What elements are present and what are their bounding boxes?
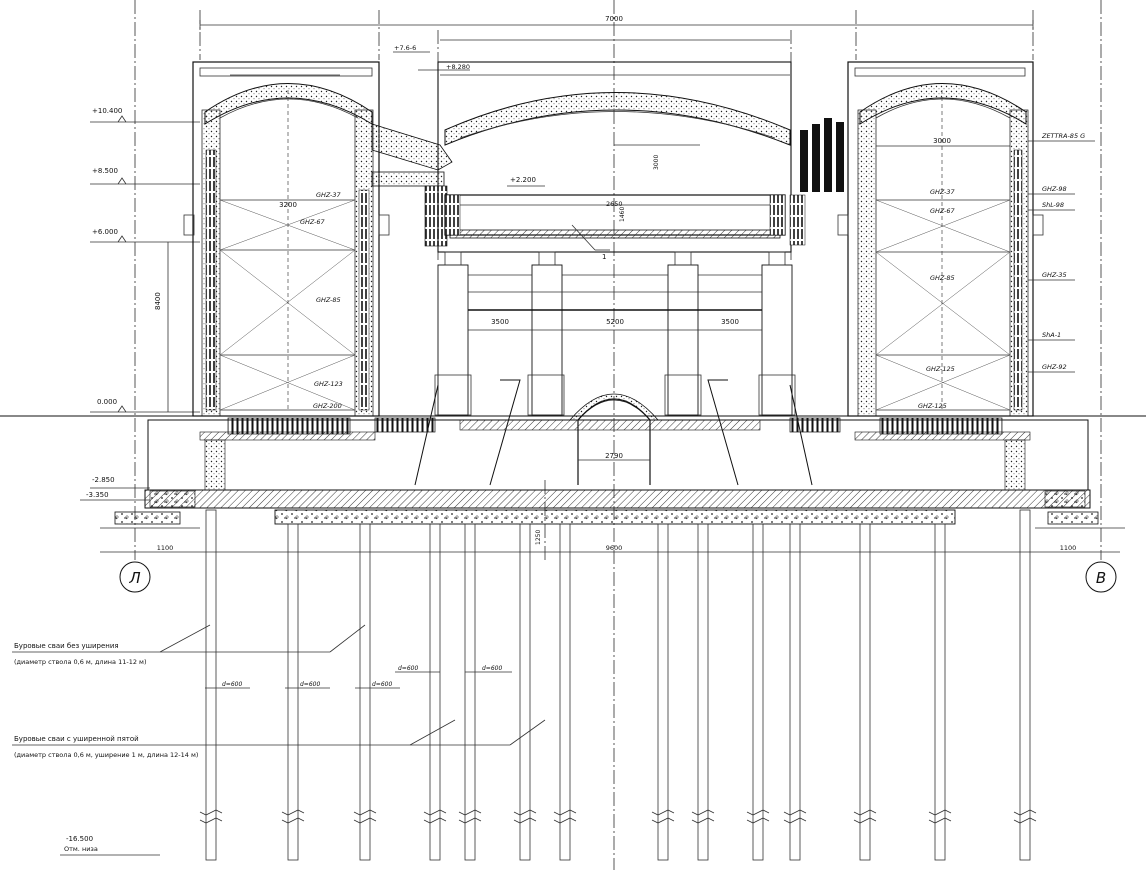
pile-diam-1: d=600 [222, 681, 242, 688]
level-l1: +10.400 [92, 107, 122, 115]
right-edge-label-3: ShL-98 [1042, 201, 1064, 209]
right-edge-label-5: ShA-1 [1042, 331, 1061, 339]
right-chamber-width: 3000 [933, 137, 951, 145]
dim-inner-right: 3500 [721, 318, 739, 326]
center-width: 2650 [606, 200, 623, 208]
level-b1: -2.850 [92, 476, 115, 484]
axis-left-label: Л [128, 569, 140, 587]
center-h1: 3000 [653, 155, 660, 170]
support-frame: 3500 5200 3500 [434, 251, 796, 416]
pile-diam-4: d=600 [398, 665, 418, 672]
right-label-2: GHZ-67 [930, 207, 956, 215]
pile [429, 523, 441, 861]
right-label-3: GHZ-85 [930, 274, 955, 282]
axis-marker-left: Л [119, 561, 151, 593]
level-l2: +8.500 [92, 167, 118, 175]
left-height: 8400 [154, 292, 162, 310]
pile [205, 509, 217, 861]
pile-diam-2: d=600 [300, 681, 320, 688]
dim-inner-mid: 5200 [606, 318, 624, 326]
right-label-1: GHZ-37 [930, 188, 956, 196]
note-piles-no-ext: Буровые сваи без уширения (диаметр ствол… [12, 624, 366, 666]
pile [359, 523, 371, 861]
pile [859, 523, 871, 861]
pile-diam-3: d=600 [372, 681, 392, 688]
dim-bottom-right: 1100 [1060, 544, 1077, 552]
pile [1019, 509, 1031, 861]
pile [287, 523, 299, 861]
note-piles-no-ext-title: Буровые сваи без уширения [14, 642, 119, 650]
right-label-4: GHZ-125 [926, 365, 955, 373]
level-ground: 0.000 [97, 398, 117, 406]
left-label-3: GHZ-85 [316, 296, 341, 304]
dim-bottom-left: 1100 [157, 544, 174, 552]
pile [697, 523, 709, 861]
level-top2: +8.280 [446, 63, 470, 71]
level-top: +7.6-6 [394, 44, 416, 52]
left-zone-labels: GHZ-37 GHZ-67 GHZ-85 GHZ-123 GHZ-200 [300, 191, 343, 410]
pile [519, 523, 531, 861]
dim-inner-left: 3500 [491, 318, 509, 326]
dim-pile-gap: 1250 [535, 530, 542, 545]
pile [464, 523, 476, 861]
arch-tunnel: 2790 [414, 379, 813, 486]
left-label-2: GHZ-67 [300, 218, 326, 226]
left-label-4: GHZ-123 [314, 380, 343, 388]
pile-break-marks [199, 809, 1037, 824]
right-edge-label-2: GHZ-98 [1042, 185, 1067, 193]
pile [657, 523, 669, 861]
right-edge-label-4: GHZ-35 [1042, 271, 1067, 279]
left-label-1: GHZ-37 [316, 191, 342, 199]
note-piles-no-ext-desc: (диаметр ствола 0,6 м, длина 11-12 м) [14, 658, 147, 666]
right-edge-label-6: GHZ-92 [1042, 363, 1067, 371]
top-dimensions: 7000 [199, 15, 1034, 76]
marker-1: 1 [602, 253, 606, 261]
level-bottom-note: Отм. низа [64, 845, 98, 853]
level-bottom: -16.500 [66, 835, 93, 843]
level-l3: +6.000 [92, 228, 118, 236]
axis-marker-right: В [1085, 561, 1117, 593]
elevation-marks-left: +10.400 +8.500 +6.000 0.000 -2.850 -3.35… [60, 44, 545, 856]
dim-arch: 2790 [605, 452, 623, 460]
pile [789, 523, 801, 861]
center-h2: 1460 [619, 207, 626, 222]
pile-diam-5: d=600 [482, 665, 502, 672]
note-piles-ext-title: Буровые сваи с уширенной пятой [14, 735, 139, 743]
left-label-5: GHZ-200 [313, 402, 342, 410]
dim-overall-top: 7000 [605, 15, 623, 23]
note-piles-ext: Буровые сваи с уширенной пятой (диаметр … [12, 719, 546, 759]
right-zone-labels: GHZ-37 GHZ-67 GHZ-85 GHZ-125 GHZ-125 [918, 188, 956, 410]
right-chamber: 3000 [837, 61, 1044, 417]
pile [559, 523, 571, 861]
central-furnace: 2650 3000 1460 1 [437, 61, 792, 261]
right-flue-channel [789, 118, 844, 246]
foundation: 9600 1100 1100 1250 [100, 417, 1125, 553]
right-label-5: GHZ-125 [918, 402, 947, 410]
pile [934, 523, 946, 861]
left-flue-channel [371, 123, 453, 247]
note-piles-ext-desc: (диаметр ствола 0,6 м, уширение 1 м, дли… [14, 751, 198, 759]
dim-bottom-total: 9600 [606, 544, 623, 552]
left-chamber-width: 3200 [279, 201, 297, 209]
right-edge-labels: ZETTRA-85 G GHZ-98 ShL-98 GHZ-35 ShA-1 G… [1028, 132, 1095, 373]
pile [752, 523, 764, 861]
right-edge-label-1: ZETTRA-85 G [1041, 132, 1085, 140]
axis-right-label: В [1096, 569, 1106, 587]
piles: d=600 d=600 d=600 d=600 d=600 [199, 509, 1037, 861]
left-chamber: 3200 8400 [154, 61, 390, 417]
level-center: +2.200 [510, 176, 536, 184]
level-b2: -3.350 [86, 491, 109, 499]
